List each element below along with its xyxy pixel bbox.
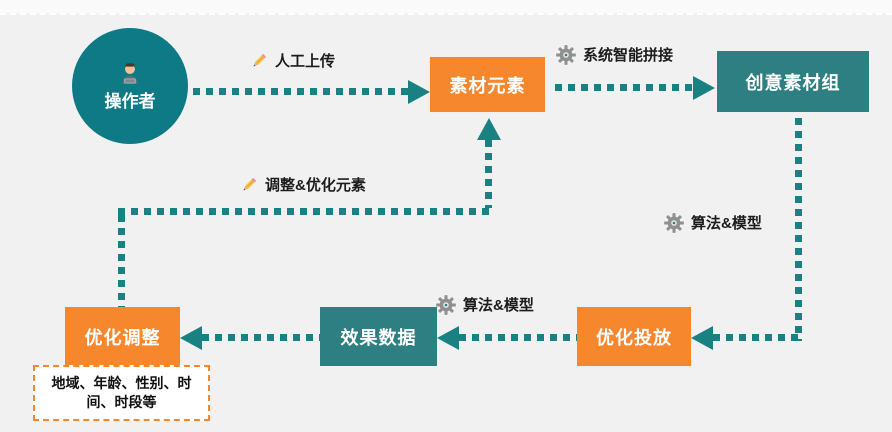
- label-manual-upload: 人工上传: [250, 50, 335, 71]
- node-label: 素材元素: [449, 75, 526, 96]
- note-text: 地域、年龄、性别、时间、时段等: [51, 375, 192, 410]
- node-performance-data: 效果数据: [320, 307, 437, 366]
- person-at-laptop-icon: [118, 61, 142, 85]
- edge-delivery-to-performance: [459, 334, 577, 341]
- node-label: 优化调整: [84, 327, 161, 348]
- node-label: 创意素材组: [745, 72, 841, 93]
- arrowhead-left-icon: [437, 326, 459, 350]
- node-creative-material-group: 创意素材组: [717, 51, 869, 112]
- pencil-icon: [240, 176, 258, 194]
- label-algorithm-model-right: 算法&模型: [664, 212, 762, 233]
- node-optimized-delivery: 优化投放: [577, 307, 691, 366]
- edge-creative-down: [795, 118, 802, 341]
- edge-label-text: 系统智能拼接: [583, 47, 674, 64]
- top-band: [0, 0, 892, 13]
- edge-material-to-creative: [555, 84, 693, 91]
- node-optimization-adjustment: 优化调整: [65, 307, 180, 366]
- edge-down-to-adjustment: [118, 215, 125, 307]
- edge-adjustment-feedback-horizontal: [118, 208, 492, 215]
- edge-up-to-material: [485, 140, 492, 208]
- edge-label-text: 人工上传: [275, 53, 336, 70]
- edge-operator-to-material: [193, 88, 408, 95]
- gear-icon: [556, 44, 576, 65]
- label-adjust-optimize-elements: 调整&优化元素: [240, 174, 366, 195]
- arrowhead-right-icon: [408, 80, 430, 104]
- node-label: 效果数据: [340, 327, 417, 348]
- edge-label-text: 算法&模型: [463, 297, 534, 314]
- node-label: 优化投放: [596, 327, 672, 348]
- arrowhead-left-icon: [180, 326, 202, 350]
- edge-creative-to-delivery: [713, 334, 802, 341]
- node-label: 操作者: [104, 91, 156, 111]
- gear-icon: [436, 294, 456, 315]
- edge-label-text: 算法&模型: [691, 215, 762, 232]
- edge-label-text: 调整&优化元素: [265, 177, 366, 194]
- pencil-icon: [250, 52, 268, 70]
- arrowhead-left-icon: [691, 326, 713, 350]
- adjustment-note-box: 地域、年龄、性别、时间、时段等: [33, 365, 210, 421]
- arrowhead-up-icon: [477, 118, 501, 140]
- arrowhead-right-icon: [693, 76, 715, 100]
- label-algorithm-model-bottom: 算法&模型: [436, 294, 534, 315]
- node-material-elements: 素材元素: [430, 57, 545, 112]
- gear-icon: [664, 212, 684, 233]
- edge-performance-to-adjustment: [202, 334, 320, 341]
- top-dashed-divider: [0, 13, 892, 15]
- node-operator: 操作者: [72, 28, 188, 144]
- label-system-smart-stitching: 系统智能拼接: [556, 44, 673, 65]
